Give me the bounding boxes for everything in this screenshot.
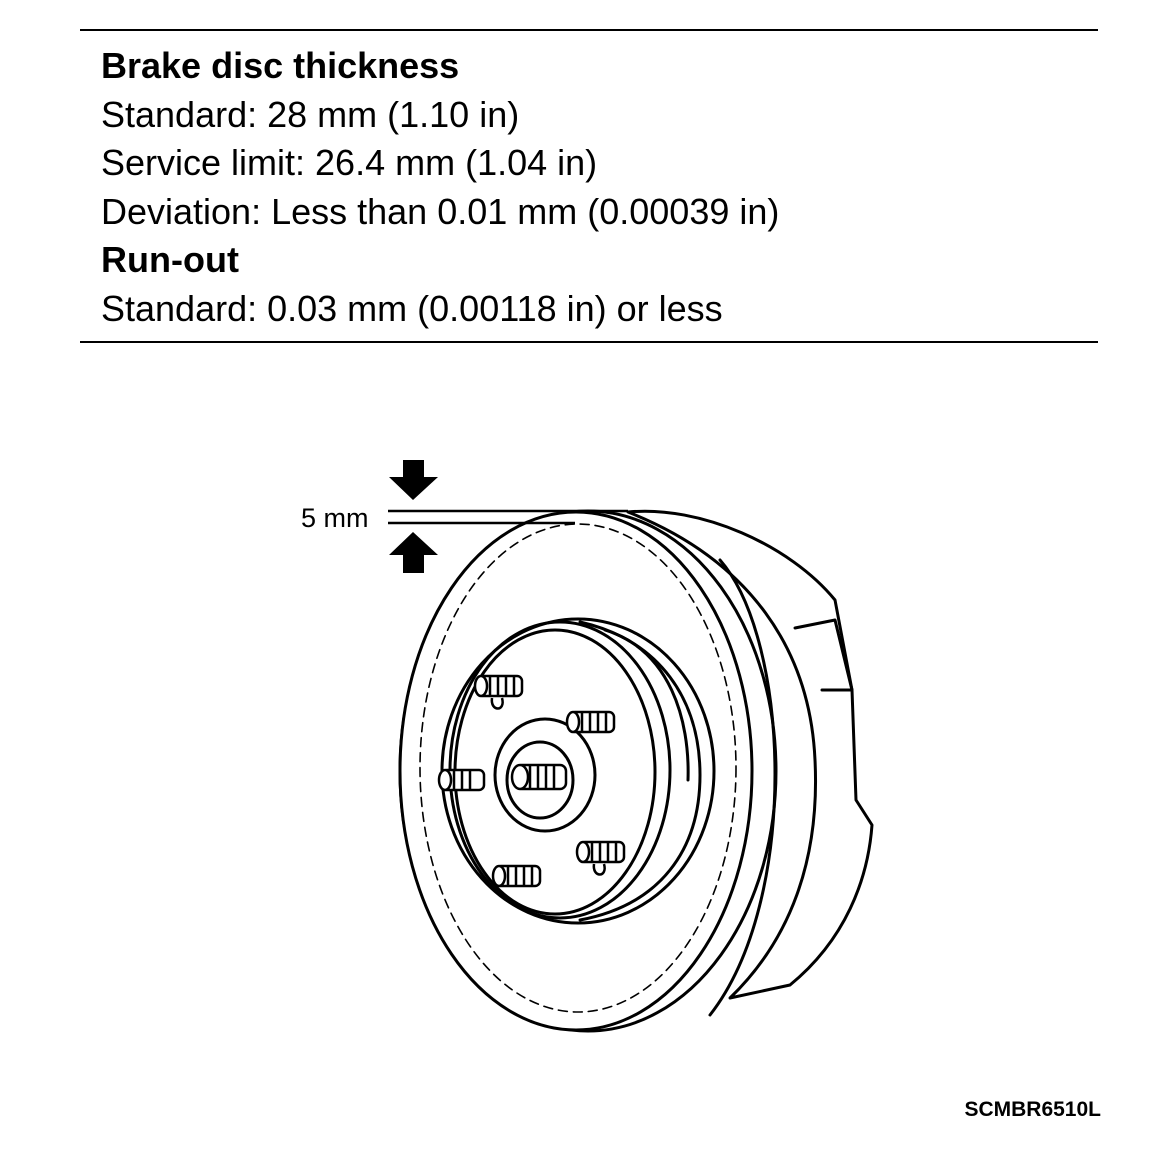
disc-rear-body (626, 509, 874, 1000)
disc-rear-notch (793, 618, 854, 692)
wheel-stud-2 (565, 710, 616, 734)
thickness-deviation: Deviation: Less than 0.01 mm (0.00039 in… (101, 190, 780, 232)
arrow-up-icon (389, 532, 438, 573)
axle-stud (510, 763, 568, 791)
center-bore-outer (493, 717, 597, 833)
wheel-stud-4 (575, 840, 626, 876)
top-rule (80, 29, 1098, 31)
wheel-stud-5 (491, 864, 542, 888)
dimension-label: 5 mm (301, 503, 369, 533)
center-bore-inner (505, 740, 575, 820)
dimension-extension-lines (388, 509, 628, 525)
spec-block: Brake disc thickness Standard: 28 mm (1.… (101, 42, 1091, 333)
thickness-standard: Standard: 28 mm (1.10 in) (101, 93, 520, 135)
arrow-down-icon (389, 460, 438, 500)
thickness-service-limit: Service limit: 26.4 mm (1.04 in) (101, 142, 598, 183)
runout-heading: Run-out (101, 239, 239, 280)
bottom-rule (80, 341, 1098, 343)
disc-edge-thickness (708, 558, 777, 1017)
wheel-stud-3 (437, 768, 486, 792)
figure-code: SCMBR6510L (964, 1098, 1101, 1121)
wheel-stud-1 (473, 674, 524, 710)
thickness-heading: Brake disc thickness (101, 45, 460, 86)
runout-standard: Standard: 0.03 mm (0.00118 in) or less (101, 287, 723, 329)
hub-hat-wall-2 (603, 628, 690, 782)
measurement-line (419, 523, 737, 1013)
